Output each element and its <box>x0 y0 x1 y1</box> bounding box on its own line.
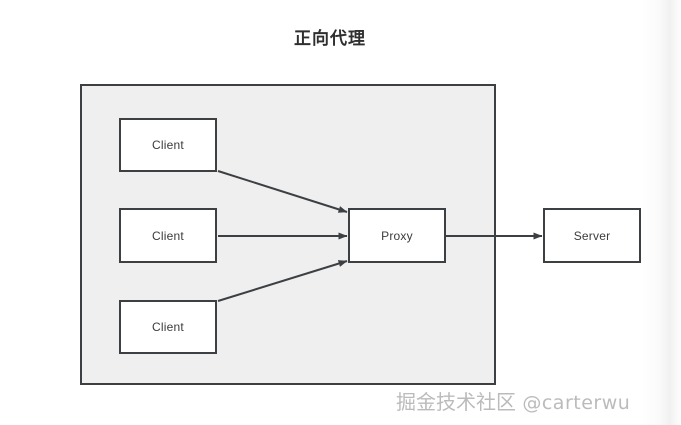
watermark: 掘金技术社区 @carterwu <box>396 386 630 415</box>
watermark-site: 掘金技术社区 <box>396 390 523 414</box>
node-client-1: Client <box>119 118 217 172</box>
node-proxy: Proxy <box>348 208 446 263</box>
node-client-2: Client <box>119 208 217 263</box>
node-client-3: Client <box>119 300 217 354</box>
node-proxy-label: Proxy <box>381 228 413 243</box>
node-client-3-label: Client <box>152 320 184 334</box>
page-edge-shadow <box>641 0 681 425</box>
node-client-1-label: Client <box>152 138 184 152</box>
page-title: 正向代理 <box>294 29 366 49</box>
node-client-2-label: Client <box>152 228 184 243</box>
watermark-handle: @carterwu <box>522 392 631 414</box>
node-server-label: Server <box>573 228 611 243</box>
node-server: Server <box>543 208 641 263</box>
